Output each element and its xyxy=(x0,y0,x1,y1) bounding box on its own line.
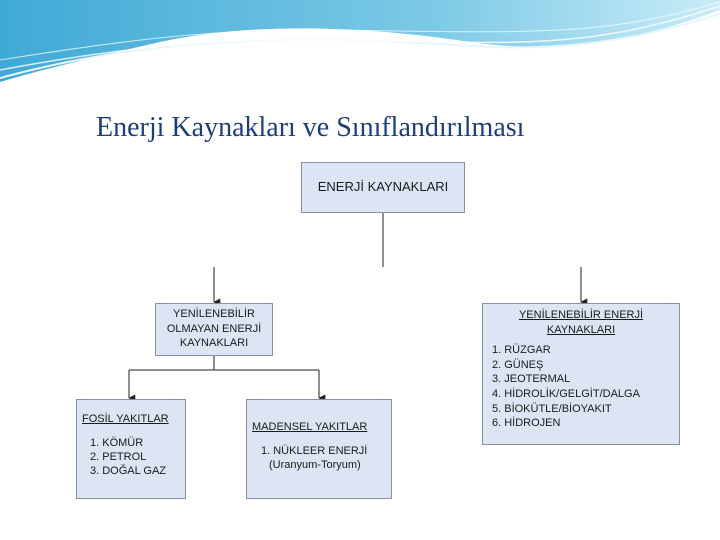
list-item: 3. DOĞAL GAZ xyxy=(90,465,167,477)
node-label-line: YENİLENEBİLİR xyxy=(173,308,255,320)
node-renewable: YENİLENEBİLİR ENERJİ KAYNAKLARI 1. RÜZGA… xyxy=(482,303,680,445)
list-sub-item: (Uranyum-Toryum) xyxy=(269,459,361,471)
node-header: MADENSEL YAKITLAR xyxy=(252,421,368,433)
list-item: 1. KÖMÜR xyxy=(90,437,144,449)
root-node-energy-sources: ENERJİ KAYNAKLARI xyxy=(301,162,465,213)
list-item: 6. HİDROJEN xyxy=(492,417,561,430)
renewable-list: 1. RÜZGAR 2. GÜNEŞ 3. JEOTERMAL 4. HİDRO… xyxy=(492,343,679,431)
slide-title: Enerji Kaynakları ve Sınıflandırılması xyxy=(96,112,525,143)
list-item: 3. JEOTERMAL xyxy=(492,373,571,386)
root-node-label: ENERJİ KAYNAKLARI xyxy=(317,179,449,194)
list-item: 1. NÜKLEER ENERJİ xyxy=(261,445,368,457)
header-wave-decoration xyxy=(0,0,720,82)
list-item: 5. BİOKÜTLE/BİOYAKIT xyxy=(492,402,612,415)
list-item: 1. RÜZGAR xyxy=(492,344,551,357)
node-label-line: YENİLENEBİLİR ENERJİ xyxy=(518,309,644,321)
list-item: 2. PETROL xyxy=(90,451,147,463)
node-fossil-fuels: FOSİL YAKITLAR 1. KÖMÜR 2. PETROL 3. DOĞ… xyxy=(76,399,186,499)
node-label-line: KAYNAKLARI xyxy=(179,337,249,349)
list-item: 4. HİDROLİK/GELGİT/DALGA xyxy=(492,387,640,400)
list-item: 2. GÜNEŞ xyxy=(492,358,544,371)
node-header: FOSİL YAKITLAR xyxy=(82,413,169,425)
node-non-renewable: YENİLENEBİLİR OLMAYAN ENERJİ KAYNAKLARI xyxy=(155,303,273,356)
fossil-list: 1. KÖMÜR 2. PETROL 3. DOĞAL GAZ xyxy=(82,436,185,478)
mineral-list: 1. NÜKLEER ENERJİ (Uranyum-Toryum) xyxy=(252,444,391,472)
node-mineral-fuels: MADENSEL YAKITLAR 1. NÜKLEER ENERJİ (Ura… xyxy=(246,399,392,499)
node-header: YENİLENEBİLİR ENERJİ KAYNAKLARI xyxy=(492,308,679,337)
node-label-line: KAYNAKLARI xyxy=(546,323,616,336)
node-label-line: OLMAYAN ENERJİ xyxy=(166,322,262,335)
